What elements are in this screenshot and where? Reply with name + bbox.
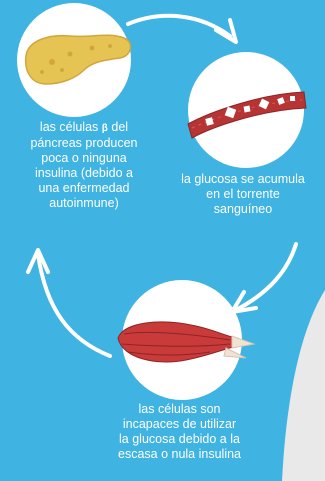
caption-line: las células son	[138, 402, 221, 416]
caption-line: insulina (debido a	[35, 166, 133, 180]
step-pancreas	[17, 3, 132, 117]
caption-line: la glucosa se acumula	[181, 172, 305, 186]
caption-line: poca o ninguna	[41, 151, 127, 165]
step-blood-vessel	[187, 52, 307, 168]
arrow-pancreas-to-vessel	[126, 13, 238, 44]
corner-panel	[282, 290, 325, 481]
muscle-caption: las células son incapaces de utilizar la…	[92, 402, 267, 462]
caption-line: autoinmune)	[49, 196, 119, 210]
pancreas-caption: las células β del páncreas producen poca…	[8, 120, 160, 211]
caption-line: las células β del	[8, 120, 160, 136]
caption-line: páncreas producen	[30, 136, 138, 150]
caption-line: la glucosa debido a la	[119, 432, 240, 446]
caption-text: del	[111, 120, 129, 134]
caption-line: incapaces de utilizar	[122, 417, 237, 431]
caption-line: en el torrente	[206, 187, 280, 201]
muscle-icon	[117, 321, 256, 363]
caption-line: escasa o nula insulina	[118, 447, 241, 461]
arrow-vessel-to-muscle	[230, 242, 298, 314]
arrow-muscle-to-pancreas	[26, 248, 112, 358]
blood-vessel-icon	[187, 91, 307, 139]
caption-line: sanguíneo	[213, 202, 273, 216]
beta-symbol: β	[101, 123, 108, 134]
caption-line: una enfermedad	[38, 181, 130, 195]
vessel-caption: la glucosa se acumula en el torrente san…	[163, 172, 323, 217]
caption-text: las células	[39, 120, 99, 134]
pancreas-icon	[24, 34, 132, 85]
step-muscle	[117, 280, 256, 400]
